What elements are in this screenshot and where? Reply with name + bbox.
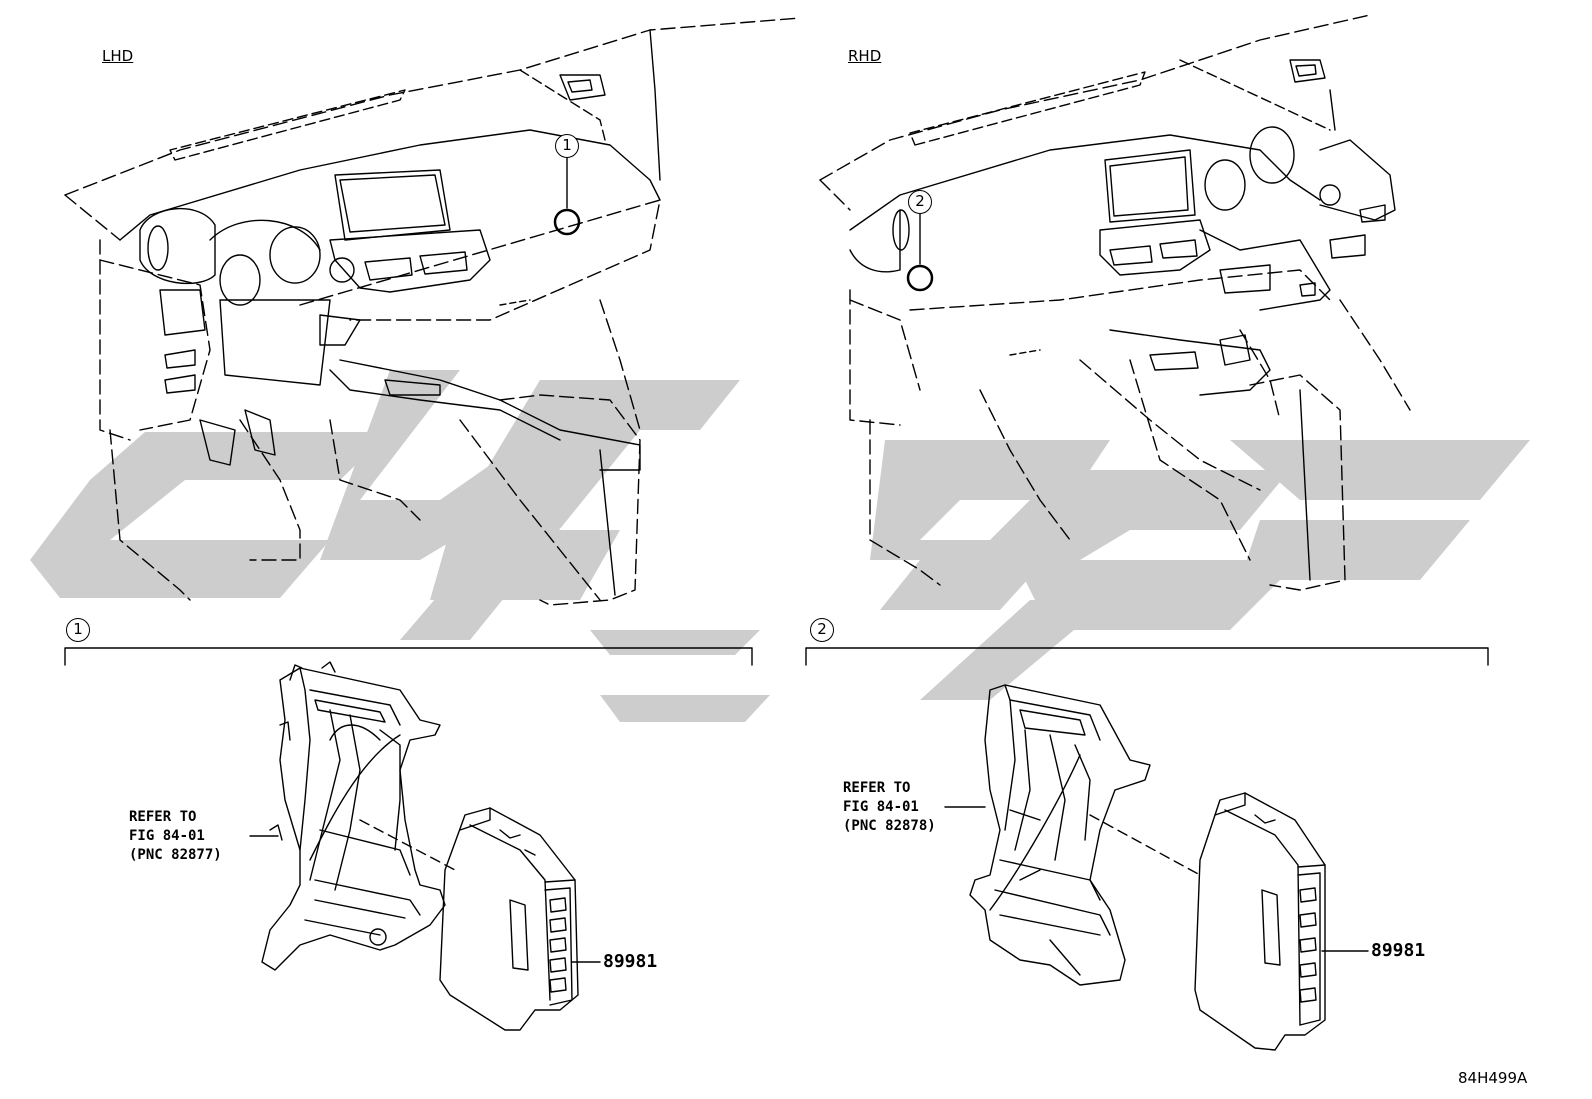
- rhd-label: RHD: [848, 47, 882, 65]
- rhd-bracket-drawing: [944, 684, 1369, 1051]
- rhd-dashboard-drawing: [819, 14, 1411, 591]
- callout-2-bracket: [805, 647, 1489, 666]
- callout-2-marker[interactable]: 2: [908, 190, 932, 214]
- callout-2-header: 2: [810, 618, 834, 642]
- watermark-logo: [30, 370, 1530, 722]
- callout-1-bracket: [64, 647, 753, 666]
- rhd-refer-note: REFER TO FIG 84-01 (PNC 82878): [843, 780, 936, 834]
- lhd-dashboard-drawing: [64, 17, 801, 606]
- rhd-part-number[interactable]: 89981: [1371, 940, 1426, 961]
- illustration-code: 84H499A: [1458, 1069, 1528, 1087]
- lhd-refer-note: REFER TO FIG 84-01 (PNC 82877): [129, 809, 222, 863]
- lhd-label: LHD: [102, 47, 134, 65]
- lhd-part-number[interactable]: 89981: [603, 951, 658, 972]
- lhd-bracket-drawing: [249, 661, 601, 1031]
- callout-1-marker[interactable]: 1: [555, 134, 579, 158]
- callout-1-header: 1: [66, 618, 90, 642]
